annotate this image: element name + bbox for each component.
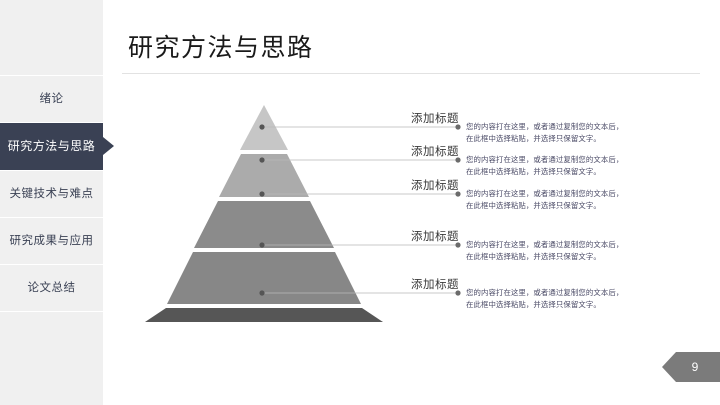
sidebar-item-lunwenzongjie[interactable]: 论文总结 [27,282,76,294]
body-text-5: 您的内容打在这里，或者通过复制您的文本后， 在此框中选择粘贴，并选择只保留文字。 [466,287,674,310]
body-text-5-line2: 在此框中选择粘贴，并选择只保留文字。 [466,299,601,309]
sidebar-divider [0,264,103,265]
pyramid-tier-1 [240,105,288,150]
page-number-badge: 9 [662,352,720,382]
body-text-2-line2: 在此框中选择粘贴，并选择只保留文字。 [466,166,601,176]
body-text-5-line1: 您的内容打在这里，或者通过复制您的文本后， [466,288,624,297]
page-title: 研究方法与思路 [128,34,314,62]
sidebar-item-xulun[interactable]: 绪论 [39,93,64,105]
body-text-1-line1: 您的内容打在这里，或者通过复制您的文本后， [466,122,624,131]
connector-dot-inner-4 [259,242,265,248]
sidebar-item-yanjiuchengguo[interactable]: 研究成果与应用 [9,235,94,247]
body-text-3: 您的内容打在这里，或者通过复制您的文本后， 在此框中选择粘贴，并选择只保留文字。 [466,188,674,211]
sidebar-divider [0,75,103,76]
pyramid-tier-2 [219,154,309,197]
connector-dot-inner-3 [259,191,265,197]
connector-dot-inner-2 [259,157,265,163]
sidebar-divider [0,217,103,218]
connector-dot-inner-1 [259,124,265,130]
sidebar-divider [0,170,103,171]
sidebar-divider [0,122,103,123]
callout-label-5: 添加标题 [411,279,459,291]
body-text-2-line1: 您的内容打在这里，或者通过复制您的文本后， [466,155,624,164]
body-text-4-line2: 在此框中选择粘贴，并选择只保留文字。 [466,251,601,261]
body-text-4: 您的内容打在这里，或者通过复制您的文本后， 在此框中选择粘贴，并选择只保留文字。 [466,239,674,262]
callout-label-3: 添加标题 [411,180,459,192]
callout-label-2: 添加标题 [411,146,459,158]
body-text-4-line1: 您的内容打在这里，或者通过复制您的文本后， [466,240,624,249]
callout-label-1: 添加标题 [411,113,459,125]
sidebar-nav: 绪论 研究方法与思路 关键技术与难点 研究成果与应用 论文总结 [0,0,114,405]
body-text-1: 您的内容打在这里，或者通过复制您的文本后， 在此框中选择粘贴，并选择只保留文字。 [466,121,674,144]
sidebar-divider [0,311,103,312]
body-text-2: 您的内容打在这里，或者通过复制您的文本后， 在此框中选择粘贴，并选择只保留文字。 [466,154,674,177]
sidebar-item-yanjiufangfa[interactable]: 研究方法与思路 [0,123,103,170]
body-text-3-line1: 您的内容打在这里，或者通过复制您的文本后， [466,189,624,198]
active-item-arrow-icon [103,137,114,155]
title-underline [122,73,700,74]
callout-label-4: 添加标题 [411,231,459,243]
pyramid-tier-5 [145,308,383,322]
pyramid-tier-3 [194,201,334,248]
body-text-3-line2: 在此框中选择粘贴，并选择只保留文字。 [466,200,601,210]
sidebar-item-guanjianjishu[interactable]: 关键技术与难点 [9,188,94,200]
connector-dot-inner-5 [259,290,265,296]
body-text-1-line2: 在此框中选择粘贴，并选择只保留文字。 [466,133,601,143]
